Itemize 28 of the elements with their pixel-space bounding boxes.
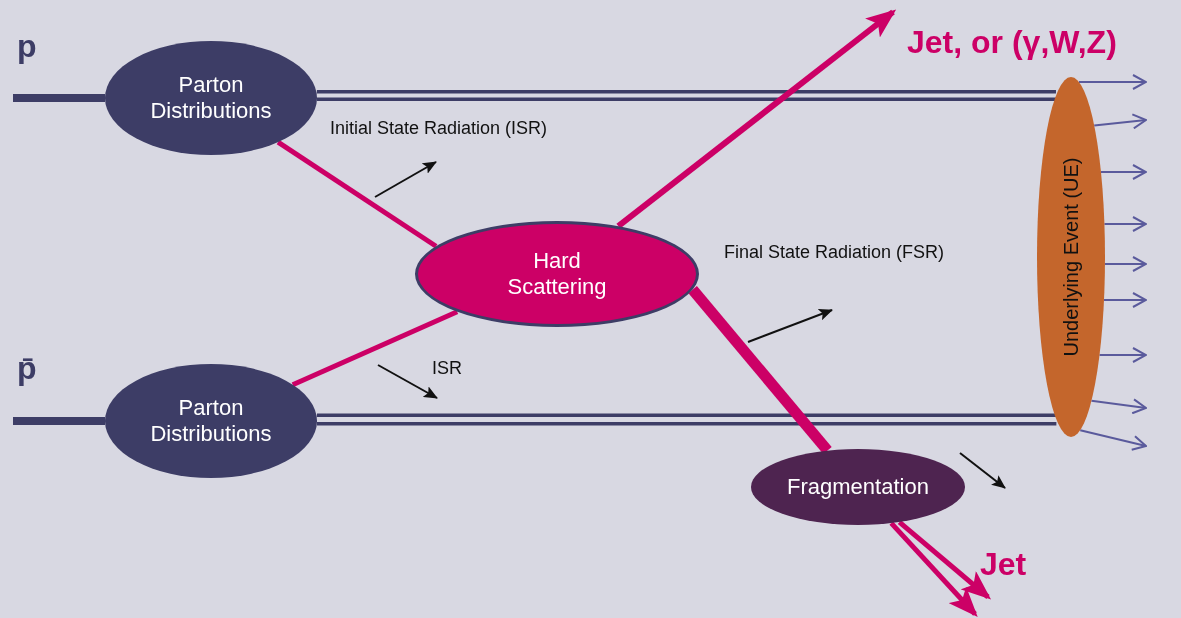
- arrow: [1103, 256, 1147, 272]
- node-label: Fragmentation: [786, 473, 930, 501]
- arrow: [889, 521, 978, 617]
- arrow: [1098, 347, 1147, 363]
- node-label: Parton Distributions: [149, 394, 273, 448]
- arrow: [616, 9, 897, 229]
- arrow: [1077, 74, 1147, 90]
- particle-label: p̄: [17, 350, 37, 387]
- output-label: Jet: [980, 546, 1027, 583]
- process-label: Initial State Radiation (ISR): [330, 118, 548, 139]
- node-label: Parton Distributions: [149, 71, 273, 125]
- connector-line: [315, 89, 1058, 102]
- arrow: [897, 520, 992, 600]
- arrow: [1103, 292, 1147, 308]
- output-label: Jet, or (γ,W,Z): [907, 24, 1117, 61]
- process-label: ISR: [432, 358, 462, 379]
- node-label: Hard Scattering: [506, 247, 608, 301]
- connector-line: [315, 413, 1059, 426]
- arrow: [1079, 429, 1147, 451]
- process-label: Final State Radiation (FSR): [724, 242, 945, 263]
- connector-line: [291, 309, 459, 387]
- arrow: [1099, 164, 1147, 180]
- particle-label: p: [17, 28, 37, 65]
- arrow: [1103, 216, 1147, 232]
- connector-line: [276, 140, 438, 249]
- arrow: [1090, 398, 1147, 415]
- node-label: Underlying Event (UE): [1059, 157, 1083, 357]
- arrow: [1093, 113, 1147, 130]
